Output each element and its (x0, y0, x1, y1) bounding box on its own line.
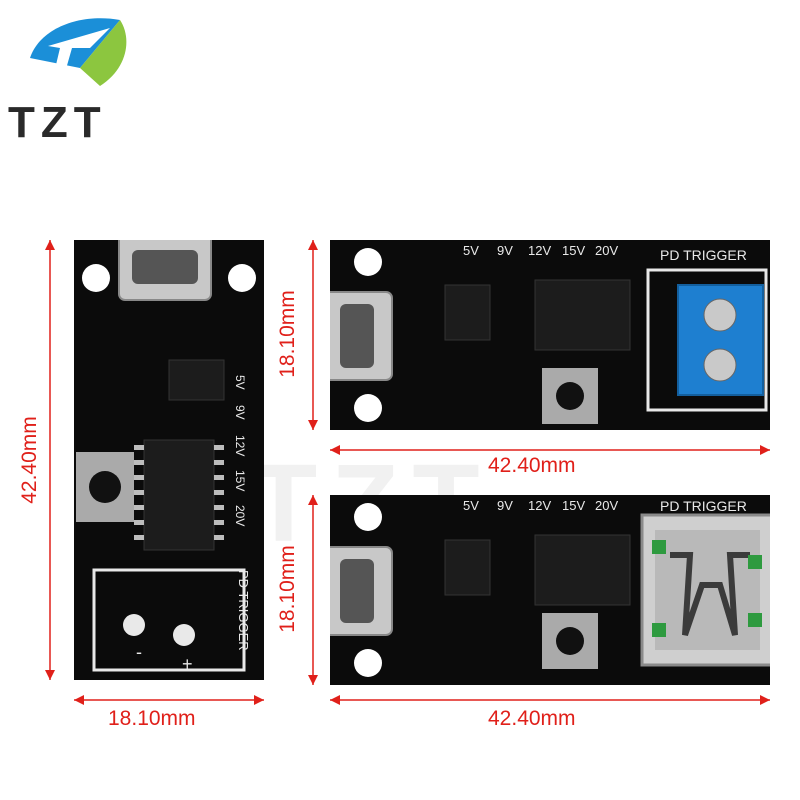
top-voltage-5v: 5V (463, 243, 479, 258)
left-height-dimension: 42.40mm (18, 416, 41, 504)
bottom-pd-trigger-label: PD TRIGGER (660, 498, 747, 514)
bottom-height-dimension: 18.10mm (276, 545, 299, 633)
bottom-width-dimension-arrow (330, 695, 770, 705)
bottom-width-dimension: 42.40mm (488, 707, 576, 730)
bottom-pcb-board: PD TRIGGER 5V 9V 12V 15V 20V (330, 495, 770, 685)
top-pd-trigger-label: PD TRIGGER (660, 247, 747, 263)
top-voltage-12v: 12V (528, 243, 551, 258)
top-voltage-9v: 9V (497, 243, 513, 258)
left-voltage-15v: 15V (233, 470, 247, 491)
top-pcb-board: PD TRIGGER 5V 9V 12V 15V 20V (330, 240, 770, 430)
left-polarity-plus: + (182, 654, 193, 674)
bottom-voltage-15v: 15V (562, 498, 585, 513)
top-height-dimension: 18.10mm (276, 290, 299, 378)
left-width-dimension-arrow (74, 695, 264, 705)
left-pcb-board: PD TRIGGER 5V 9V 12V 15V 20V - + (74, 240, 264, 680)
top-height-dimension-arrow (308, 240, 318, 430)
left-voltage-5v: 5V (233, 375, 247, 390)
brand-name: TZT (8, 98, 107, 147)
left-polarity-minus: - (136, 642, 142, 662)
left-voltage-20v: 20V (233, 505, 247, 526)
top-width-dimension-arrow (330, 445, 770, 455)
left-height-dimension-arrow (45, 240, 55, 680)
top-voltage-15v: 15V (562, 243, 585, 258)
bottom-voltage-12v: 12V (528, 498, 551, 513)
top-voltage-20v: 20V (595, 243, 618, 258)
bottom-voltage-20v: 20V (595, 498, 618, 513)
bottom-height-dimension-arrow (308, 495, 318, 685)
bottom-voltage-5v: 5V (463, 498, 479, 513)
left-voltage-9v: 9V (233, 405, 247, 420)
left-width-dimension: 18.10mm (108, 707, 196, 730)
left-pd-trigger-label: PD TRIGGER (236, 570, 251, 651)
brand-logo-icon (30, 18, 127, 90)
top-width-dimension: 42.40mm (488, 454, 576, 477)
left-voltage-12v: 12V (233, 435, 247, 456)
bottom-voltage-9v: 9V (497, 498, 513, 513)
